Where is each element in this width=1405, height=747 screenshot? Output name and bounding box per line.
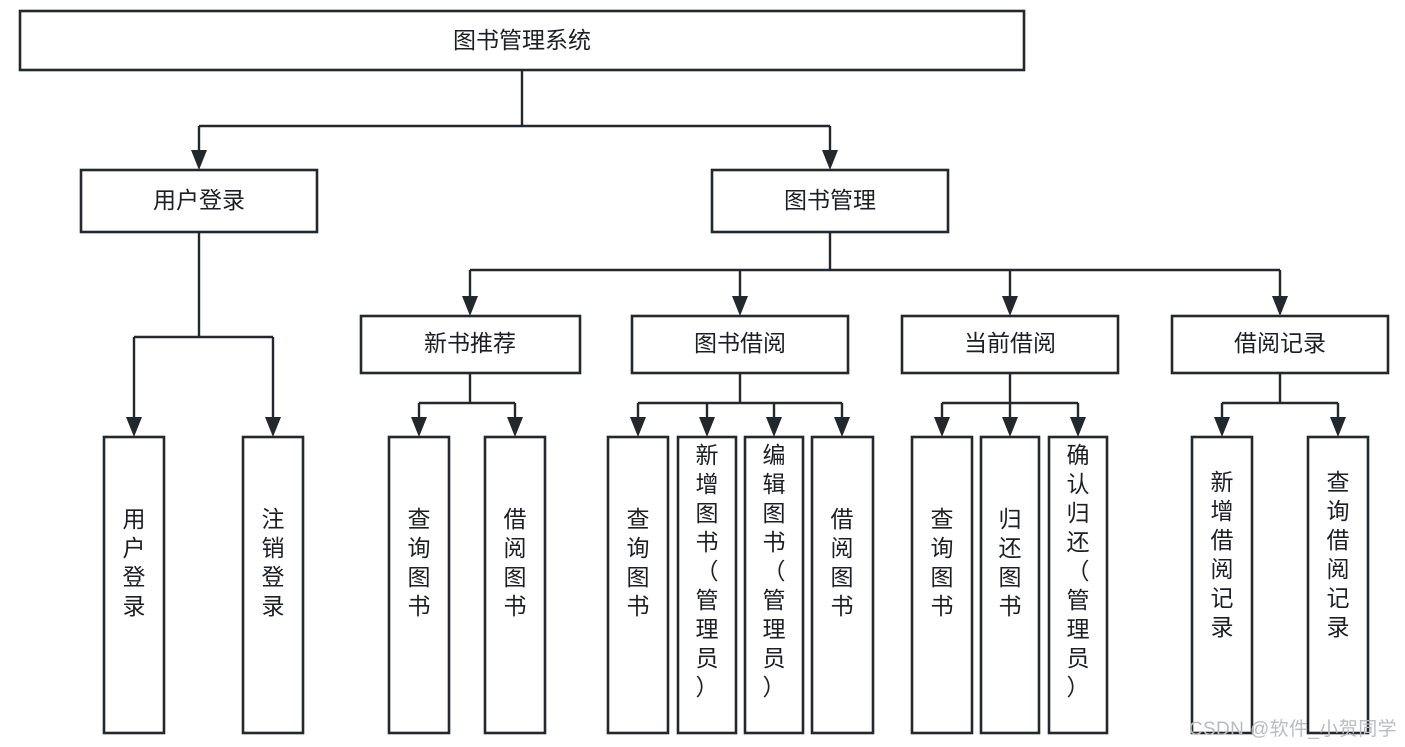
connector-group-book-borrow: [630, 373, 850, 437]
connector-group-current-borrow: [934, 373, 1086, 437]
node-user-login-label: 用户登录: [153, 187, 245, 213]
arrow-leaf-confirm-return-icon: [1070, 417, 1086, 437]
arrow-leaf-add-book-icon: [699, 417, 715, 437]
node-borrow-record-box[interactable]: [1170, 314, 1390, 375]
node-leaf-query-record-label: 查询借阅记录: [1327, 469, 1350, 640]
connector-group-user-login: [126, 232, 281, 437]
arrow-leaf-user-logout-icon: [265, 417, 281, 437]
node-leaf-confirm-return[interactable]: 确认归还（管理员）: [1047, 435, 1109, 735]
arrow-leaf-borrow-book-1-icon: [507, 417, 523, 437]
node-root-label: 图书管理系统: [453, 27, 591, 53]
node-book-borrow-label: 图书借阅: [694, 330, 786, 356]
node-leaf-query-book-2-box[interactable]: [606, 435, 670, 735]
node-new-book-recommend[interactable]: 新书推荐: [359, 314, 582, 375]
arrow-leaf-user-login-icon: [126, 417, 142, 437]
node-leaf-add-record-box[interactable]: [1190, 435, 1254, 735]
node-leaf-return-book-label: 归还图书: [999, 506, 1022, 619]
node-leaf-query-book-1[interactable]: 查询图书: [387, 435, 451, 735]
node-leaf-user-login-label: 用户登录: [123, 506, 146, 619]
node-new-book-recommend-box[interactable]: [359, 314, 582, 375]
csdn-watermark: CSDN @软件_小贺同学: [1188, 719, 1397, 740]
node-current-borrow-label: 当前借阅: [964, 330, 1056, 356]
arrow-leaf-add-record-icon: [1214, 417, 1230, 437]
node-leaf-edit-book-label: 编辑图书（管理员）: [763, 442, 786, 700]
arrow-to-book-manage-icon: [822, 150, 838, 170]
node-leaf-user-login[interactable]: 用户登录: [102, 435, 166, 735]
node-current-borrow-box[interactable]: [900, 314, 1120, 375]
node-leaf-add-record-label: 新增借阅记录: [1211, 469, 1234, 640]
node-leaf-query-book-3[interactable]: 查询图书: [910, 435, 974, 735]
node-leaf-query-book-1-box[interactable]: [387, 435, 451, 735]
connector-group-root: [191, 70, 838, 170]
node-borrow-record-label: 借阅记录: [1234, 330, 1326, 356]
node-leaf-user-login-box[interactable]: [102, 435, 166, 735]
node-leaf-query-book-2[interactable]: 查询图书: [606, 435, 670, 735]
node-leaf-return-book-box[interactable]: [979, 435, 1041, 735]
connector-group-book-manage: [462, 232, 1288, 316]
arrow-leaf-borrow-book-2-icon: [834, 417, 850, 437]
arrow-leaf-query-record-icon: [1330, 417, 1346, 437]
node-leaf-add-book-box[interactable]: [676, 435, 738, 735]
node-root-box[interactable]: [18, 9, 1026, 72]
node-leaf-query-book-1-label: 查询图书: [408, 506, 431, 619]
arrow-leaf-query-book-3-icon: [934, 417, 950, 437]
node-book-borrow-box[interactable]: [630, 314, 850, 375]
node-user-login-box[interactable]: [79, 168, 319, 234]
node-leaf-user-logout-box[interactable]: [241, 435, 305, 735]
node-leaf-user-logout-label: 注销登录: [262, 506, 285, 619]
node-leaf-add-record[interactable]: 新增借阅记录: [1190, 435, 1254, 735]
node-leaf-query-book-3-box[interactable]: [910, 435, 974, 735]
node-root[interactable]: 图书管理系统: [18, 9, 1026, 72]
arrow-to-new-book-recommend-icon: [462, 296, 478, 316]
node-leaf-borrow-book-1[interactable]: 借阅图书: [483, 435, 547, 735]
node-leaf-confirm-return-box[interactable]: [1047, 435, 1109, 735]
node-user-login[interactable]: 用户登录: [79, 168, 319, 234]
node-borrow-record[interactable]: 借阅记录: [1170, 314, 1390, 375]
node-book-manage[interactable]: 图书管理: [710, 168, 950, 234]
arrow-leaf-edit-book-icon: [766, 417, 782, 437]
arrow-to-book-borrow-icon: [732, 296, 748, 316]
node-leaf-add-book[interactable]: 新增图书（管理员）: [676, 435, 738, 735]
node-leaf-borrow-book-1-label: 借阅图书: [504, 506, 527, 619]
node-leaf-return-book[interactable]: 归还图书: [979, 435, 1041, 735]
arrow-to-user-login-icon: [191, 150, 207, 170]
node-leaf-confirm-return-label: 确认归还（管理员）: [1067, 442, 1090, 700]
node-leaf-edit-book[interactable]: 编辑图书（管理员）: [743, 435, 805, 735]
node-leaf-query-book-2-label: 查询图书: [627, 506, 650, 619]
node-leaf-borrow-book-2-box[interactable]: [810, 435, 875, 735]
node-leaf-borrow-book-2[interactable]: 借阅图书: [810, 435, 875, 735]
connector-group-new-book-recommend: [411, 373, 523, 437]
arrow-leaf-return-book-icon: [1002, 417, 1018, 437]
arrow-leaf-query-book-1-icon: [411, 417, 427, 437]
connector-group-borrow-record: [1214, 373, 1346, 437]
node-leaf-query-record[interactable]: 查询借阅记录: [1306, 435, 1370, 735]
node-book-borrow[interactable]: 图书借阅: [630, 314, 850, 375]
node-leaf-query-record-box[interactable]: [1306, 435, 1370, 735]
node-leaf-edit-book-box[interactable]: [743, 435, 805, 735]
node-leaf-add-book-label: 新增图书（管理员）: [696, 442, 719, 700]
node-new-book-recommend-label: 新书推荐: [424, 330, 516, 356]
node-book-manage-label: 图书管理: [784, 187, 876, 213]
node-leaf-user-logout[interactable]: 注销登录: [241, 435, 305, 735]
node-current-borrow[interactable]: 当前借阅: [900, 314, 1120, 375]
arrow-to-borrow-record-icon: [1272, 296, 1288, 316]
arrow-to-current-borrow-icon: [1002, 296, 1018, 316]
node-book-manage-box[interactable]: [710, 168, 950, 234]
arrow-leaf-query-book-2-icon: [630, 417, 646, 437]
node-leaf-query-book-3-label: 查询图书: [931, 506, 954, 619]
node-leaf-borrow-book-2-label: 借阅图书: [831, 506, 854, 619]
node-leaf-borrow-book-1-box[interactable]: [483, 435, 547, 735]
